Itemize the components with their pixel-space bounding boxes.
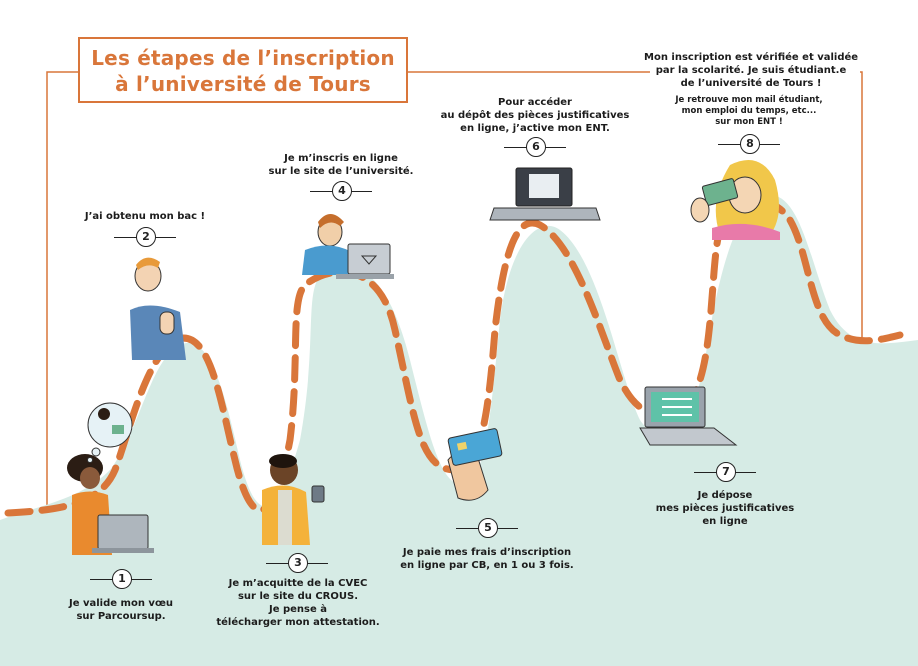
cvec-student-illustration bbox=[262, 454, 325, 545]
step-2-label: J’ai obtenu mon bac ! bbox=[84, 211, 206, 222]
document-upload-laptop-illustration bbox=[639, 386, 738, 446]
validated-student-illustration bbox=[690, 160, 780, 240]
ent-laptop-illustration bbox=[489, 167, 601, 221]
step-7-marker: 7 bbox=[694, 462, 756, 484]
step-4-marker: 4 bbox=[310, 181, 372, 203]
step-5-marker: 5 bbox=[456, 518, 518, 540]
step-3-marker: 3 bbox=[266, 553, 328, 575]
title-line-1: Les étapes de l’inscription bbox=[91, 46, 395, 70]
online-registration-illustration bbox=[302, 214, 394, 279]
hills-shape bbox=[0, 195, 918, 666]
title-box: Les étapes de l’inscription à l’universi… bbox=[78, 37, 408, 103]
graduate-illustration bbox=[130, 257, 186, 360]
credit-card-illustration bbox=[447, 428, 503, 501]
step-6-marker: 6 bbox=[504, 137, 566, 159]
step-2-marker: 2 bbox=[114, 227, 176, 249]
step-8-marker: 8 bbox=[718, 134, 780, 156]
step-1-marker: 1 bbox=[90, 569, 152, 591]
title-line-2: à l’université de Tours bbox=[115, 72, 371, 96]
step-8-sublabel: Je retrouve mon mail étudiant,mon emploi… bbox=[675, 95, 823, 127]
student-with-laptop-illustration bbox=[67, 402, 154, 555]
